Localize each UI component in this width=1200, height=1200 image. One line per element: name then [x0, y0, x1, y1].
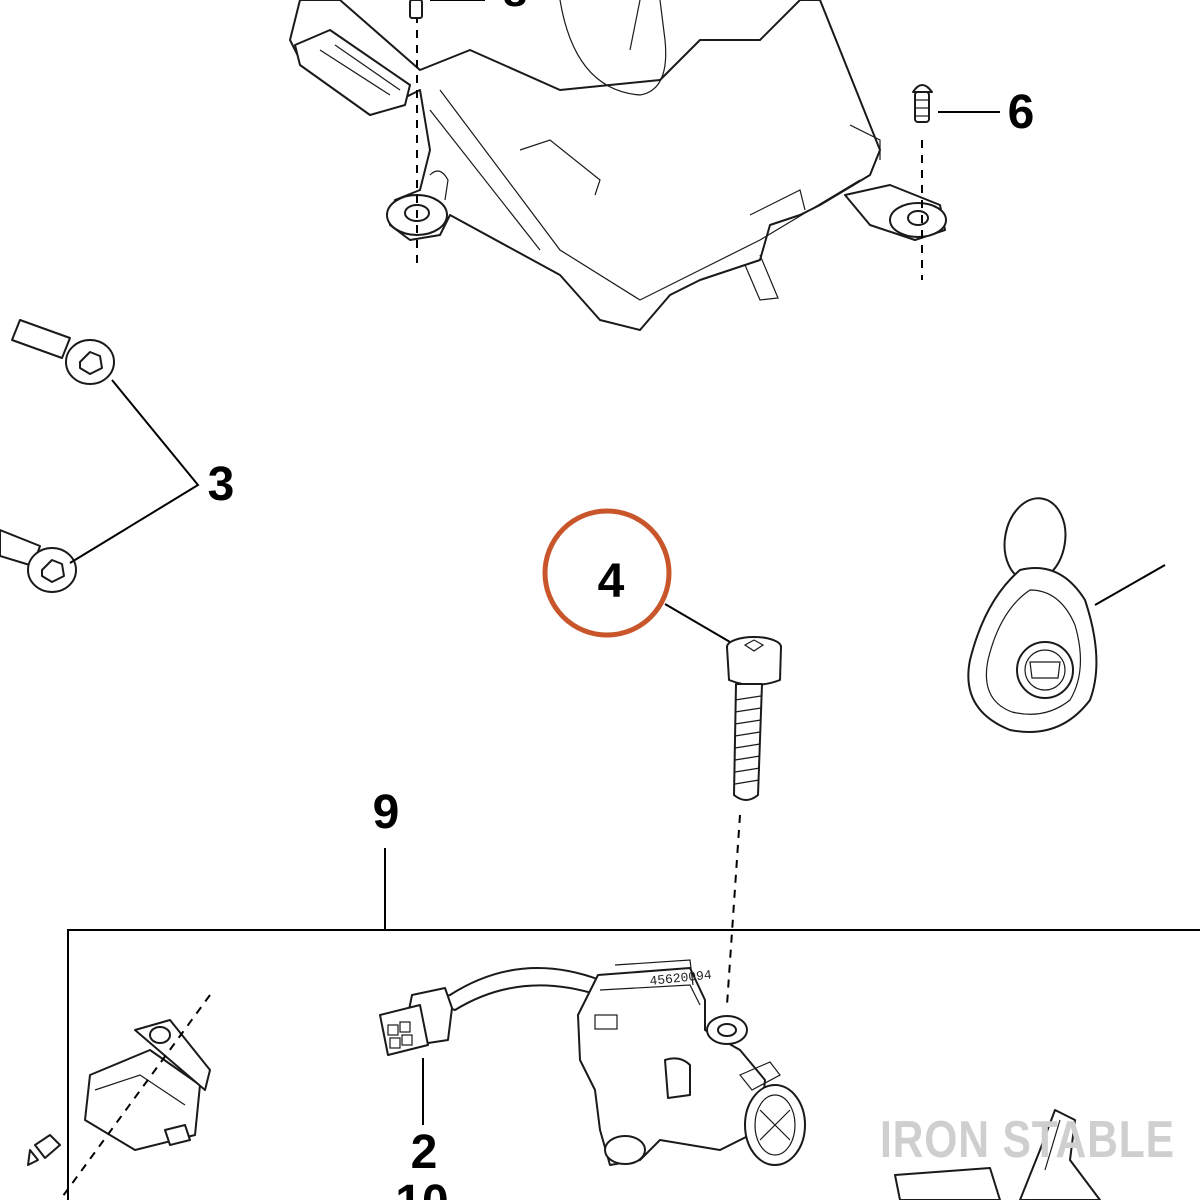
- callout-4: 4: [598, 555, 625, 608]
- callout-10: 10: [395, 1176, 448, 1200]
- key-icon: [894, 1109, 1101, 1200]
- screw-icon: [409, 0, 485, 19]
- bolt-icon: [0, 529, 77, 593]
- callout-3: 3: [208, 458, 235, 511]
- brand-watermark: IRON STABLE: [880, 1111, 1175, 1169]
- svg-text:45620094: 45620094: [649, 968, 713, 989]
- highlight-circle: [542, 508, 672, 638]
- bracket-icon: [289, 0, 947, 331]
- connector-icon: [379, 967, 601, 1056]
- leader-12: [1094, 564, 1166, 606]
- leader-3: [69, 379, 200, 564]
- group-bracket-9: [67, 929, 1200, 1200]
- key-fob-icon: [967, 497, 1098, 733]
- sensor-icon: [84, 1019, 211, 1151]
- bolt-icon: [11, 319, 115, 385]
- screw-icon: [27, 1134, 61, 1166]
- bolt-icon: [726, 636, 782, 801]
- alignment-line-sensor: [59, 994, 211, 1200]
- callout-9: 9: [373, 786, 400, 839]
- callout-8: 8: [503, 0, 527, 16]
- alignment-line-bolt: [726, 814, 741, 1006]
- callout-12: 12: [1198, 523, 1200, 576]
- screw-icon: [912, 84, 933, 123]
- leader-4: [664, 603, 731, 643]
- callout-6: 6: [1008, 86, 1035, 139]
- callout-2: 2: [411, 1126, 438, 1179]
- ignition-switch-icon: 45620094: [577, 959, 806, 1166]
